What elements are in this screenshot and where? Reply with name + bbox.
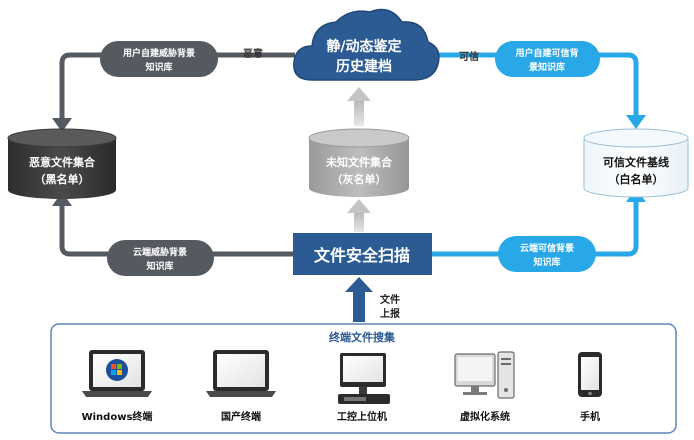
pill-cloud-threat-line2: 知识库 — [145, 260, 173, 272]
blacklist-top — [7, 128, 117, 148]
database-blacklist: 恶意文件集合 （黑名单） — [7, 128, 117, 199]
gray-arrow-head-bottom — [347, 199, 371, 213]
laptop-icon — [206, 350, 276, 397]
pill-cloud-trust-line1: 云端可信背景 — [520, 242, 574, 254]
mobile-phone-icon — [578, 352, 602, 397]
scan-box-label: 文件安全扫描 — [314, 246, 410, 265]
scan-box — [293, 233, 432, 275]
cloud-shape — [293, 8, 440, 81]
terminal-collection-panel: 终端文件搜集 Windows终端 国产终端 工控上位机 — [50, 323, 677, 434]
whitelist-line2: （白名单） — [609, 172, 664, 186]
graylist-line1: 未知文件集合 — [325, 155, 393, 169]
cloud-history-node: 静/动态鉴定 历史建档 — [293, 8, 440, 81]
pill-user-trust-line2: 景知识库 — [529, 61, 565, 73]
upload-label-line2: 上报 — [380, 307, 400, 320]
cloud-title-line1: 静/动态鉴定 — [326, 38, 401, 55]
gray-arrow-shaft-top — [354, 100, 364, 126]
pill-cloud-threat-kb: 云端威胁背景 知识库 — [107, 240, 214, 276]
device-label-windows: Windows终端 — [82, 410, 153, 423]
pill-cloud-threat-line1: 云端威胁背景 — [133, 246, 187, 258]
database-whitelist: 可信文件基线 （白名单） — [583, 128, 689, 198]
collection-title: 终端文件搜集 — [329, 330, 396, 344]
gray-arrow-shaft-bottom — [354, 212, 364, 232]
malicious-label: 恶意 — [243, 47, 263, 60]
blacklist-body — [8, 138, 116, 199]
loop-connectors — [52, 52, 646, 322]
whitelist-body — [583, 137, 689, 198]
pill-user-trust-line1: 用户自建可信背 — [514, 47, 578, 59]
device-label-domestic: 国产终端 — [221, 410, 261, 423]
device-label-industrial: 工控上位机 — [337, 410, 387, 423]
pill-user-trust-kb: 用户自建可信背 景知识库 — [495, 41, 600, 77]
arrow-head-to-whitelist — [626, 115, 646, 129]
device-label-virtual: 虚拟化系统 — [460, 410, 510, 423]
trusted-label: 可信 — [459, 50, 479, 63]
malicious-path-bottom — [59, 205, 293, 257]
upload-label-line1: 文件 — [380, 293, 400, 306]
cloud-title-line2: 历史建档 — [336, 58, 392, 75]
pill-user-threat-kb: 用户自建威胁背景 知识库 — [100, 41, 218, 77]
graylist-body — [309, 138, 409, 197]
pill-user-threat-line1: 用户自建威胁背景 — [122, 47, 195, 59]
database-graylist: 未知文件集合 （灰名单） — [308, 128, 410, 197]
pill-cloud-threat-shape — [107, 240, 214, 276]
pill-user-trust-shape — [495, 41, 600, 77]
device-label-phone: 手机 — [580, 410, 600, 423]
gray-arrow-head-top — [347, 87, 371, 101]
pill-user-threat-shape — [100, 41, 218, 77]
trusted-path-top — [430, 52, 639, 118]
pill-cloud-trust-shape — [498, 236, 596, 272]
upload-arrow-shaft — [353, 290, 365, 322]
virtual-desktop-icon — [454, 351, 515, 399]
arrow-head-to-blacklist — [52, 118, 72, 132]
graylist-line2: （灰名单） — [332, 172, 387, 186]
pill-user-threat-line2: 知识库 — [144, 61, 172, 73]
upload-arrow-head — [345, 277, 373, 292]
whitelist-top — [583, 128, 689, 148]
pill-cloud-trust-line2: 知识库 — [532, 256, 560, 268]
malicious-path-top — [59, 52, 295, 122]
file-security-scan-node: 文件安全扫描 — [293, 233, 432, 275]
trusted-path-bottom — [432, 200, 639, 257]
whitelist-line1: 可信文件基线 — [603, 155, 669, 169]
industrial-pc-icon — [338, 353, 390, 404]
pill-cloud-trust-kb: 云端可信背景 知识库 — [498, 236, 596, 272]
blacklist-line1: 恶意文件集合 — [29, 155, 96, 169]
blacklist-line2: （黑名单） — [35, 172, 90, 186]
windows-laptop-icon — [82, 350, 152, 397]
graylist-top — [308, 128, 410, 148]
arrow-head-up-to-blacklist — [52, 192, 72, 206]
